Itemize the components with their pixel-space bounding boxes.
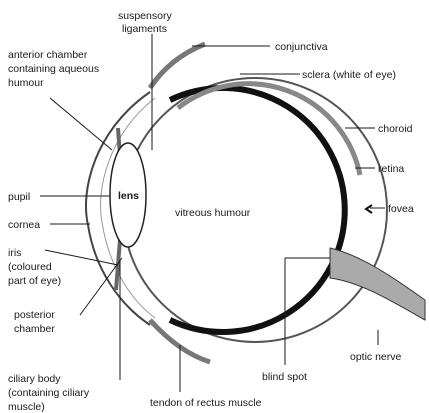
fovea-notch — [366, 205, 372, 213]
label-lens: lens — [118, 190, 139, 202]
upper-rectus-muscle — [150, 44, 205, 88]
label-iris-2: (coloured — [8, 261, 52, 273]
label-blind-spot: blind spot — [262, 371, 307, 383]
label-optic-nerve: optic nerve — [350, 351, 402, 363]
label-suspensory-2: ligaments — [122, 23, 167, 35]
label-retina: retina — [378, 163, 404, 175]
label-tendon: tendon of rectus muscle — [150, 397, 262, 409]
label-ciliary-1: ciliary body — [8, 373, 61, 385]
eyeball — [86, 44, 425, 362]
label-posterior-2: chamber — [14, 323, 55, 335]
label-ciliary-2: (containing ciliary — [8, 387, 90, 399]
label-vitreous-humour: vitreous humour — [175, 207, 251, 219]
label-anterior-2: containing aqueous — [8, 63, 99, 75]
label-iris-3: part of eye) — [8, 275, 61, 287]
labels: suspensory ligaments conjunctiva anterio… — [8, 10, 414, 413]
label-cornea: cornea — [8, 219, 40, 231]
label-ciliary-3: muscle) — [8, 401, 45, 413]
label-sclera: sclera (white of eye) — [302, 69, 396, 81]
label-anterior-1: anterior chamber — [8, 49, 88, 61]
label-iris-1: iris — [8, 247, 21, 259]
label-pupil: pupil — [8, 191, 30, 203]
label-fovea: fovea — [388, 203, 414, 215]
label-choroid: choroid — [378, 123, 413, 135]
label-posterior-1: posterior — [14, 309, 55, 321]
label-conjunctiva: conjunctiva — [275, 41, 328, 53]
label-anterior-3: humour — [8, 77, 44, 89]
label-suspensory-1: suspensory — [118, 10, 172, 22]
